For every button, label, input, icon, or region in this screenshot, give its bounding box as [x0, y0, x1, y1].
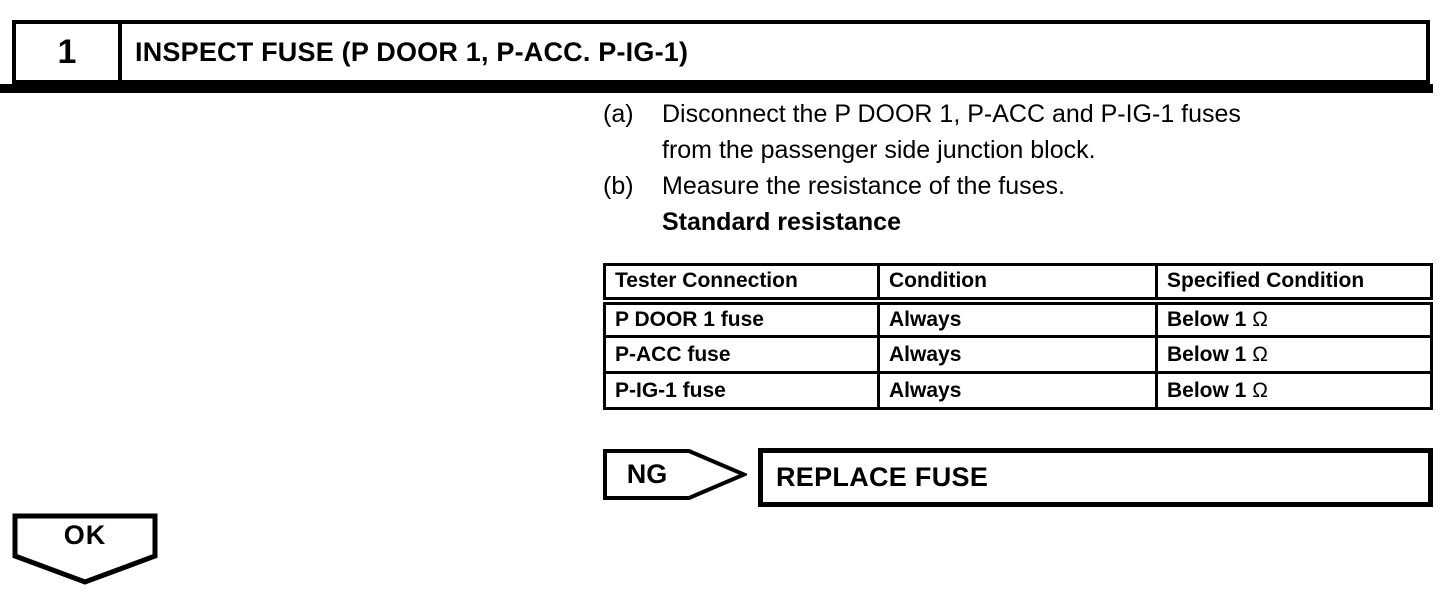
step-number: 1 — [16, 24, 122, 80]
cell-specified: Below 1 Ω — [1155, 299, 1433, 338]
cell-condition: Always — [877, 335, 1158, 374]
specified-value: Below 1 — [1167, 307, 1247, 331]
cell-condition: Always — [877, 299, 1158, 338]
ohm-symbol: Ω — [1252, 378, 1268, 402]
col-header-condition: Condition — [877, 263, 1158, 305]
specified-value: Below 1 — [1167, 342, 1247, 366]
table-row: P-IG-1 fuse Always Below 1 Ω — [603, 371, 1433, 410]
spec-table-container: Tester Connection Condition Specified Co… — [603, 263, 1433, 410]
standard-resistance-heading: Standard resistance — [662, 208, 901, 236]
cell-connection: P-ACC fuse — [603, 335, 880, 374]
cell-condition: Always — [877, 371, 1158, 410]
ok-arrow-shape-icon — [12, 513, 158, 585]
instruction-step-b: (b) Measure the resistance of the fuses. — [603, 168, 1443, 204]
ng-label: NG — [626, 459, 668, 489]
specified-value: Below 1 — [1167, 378, 1247, 402]
header-divider-rule — [0, 84, 1433, 93]
cell-specified: Below 1 Ω — [1155, 371, 1433, 410]
table-header-row: Tester Connection Condition Specified Co… — [603, 263, 1433, 305]
cell-connection: P-IG-1 fuse — [603, 371, 880, 410]
col-header-specified-condition: Specified Condition — [1155, 263, 1433, 305]
ok-arrow: OK — [12, 513, 158, 586]
step-a-line2: from the passenger side junction block. — [662, 136, 1096, 164]
step-a-label: (a) — [603, 100, 634, 128]
step-header: 1 INSPECT FUSE (P DOOR 1, P-ACC. P-IG-1) — [12, 20, 1430, 84]
ng-arrow: NG — [603, 449, 747, 500]
step-a-line1: Disconnect the P DOOR 1, P-ACC and P-IG-… — [662, 100, 1241, 128]
ok-label: OK — [63, 519, 107, 550]
instruction-step-a: (a) Disconnect the P DOOR 1, P-ACC and P… — [603, 96, 1443, 168]
table-row: P-ACC fuse Always Below 1 Ω — [603, 335, 1433, 374]
step-b-text: Measure the resistance of the fuses. — [662, 172, 1065, 200]
ohm-symbol: Ω — [1252, 307, 1268, 331]
ng-action-box: REPLACE FUSE — [758, 448, 1433, 507]
resistance-spec-table: Tester Connection Condition Specified Co… — [603, 263, 1433, 410]
instruction-block: (a) Disconnect the P DOOR 1, P-ACC and P… — [603, 96, 1443, 240]
step-title: INSPECT FUSE (P DOOR 1, P-ACC. P-IG-1) — [135, 36, 689, 67]
step-a-text: Disconnect the P DOOR 1, P-ACC and P-IG-… — [662, 96, 1443, 168]
ng-arrow-shape-icon — [603, 449, 747, 500]
cell-specified: Below 1 Ω — [1155, 335, 1433, 374]
step-b-label: (b) — [603, 172, 634, 200]
col-header-tester-connection: Tester Connection — [603, 263, 880, 305]
ohm-symbol: Ω — [1252, 342, 1268, 366]
cell-connection: P DOOR 1 fuse — [603, 299, 880, 338]
table-row: P DOOR 1 fuse Always Below 1 Ω — [603, 299, 1433, 338]
